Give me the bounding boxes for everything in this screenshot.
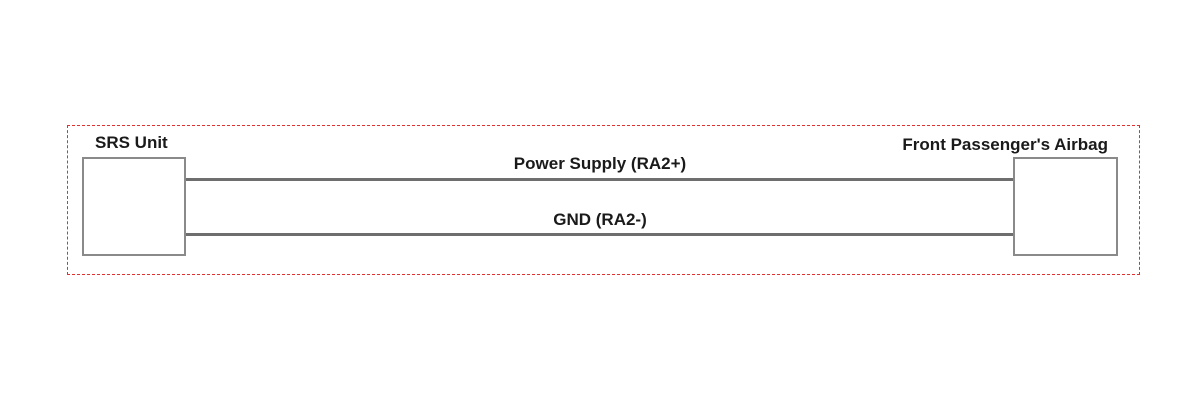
srs-unit-box xyxy=(82,157,186,256)
front-passenger-airbag-box xyxy=(1013,157,1118,256)
ground-wire xyxy=(186,233,1013,236)
srs-unit-label: SRS Unit xyxy=(95,133,168,152)
circuit-boundary-frame xyxy=(67,125,1140,275)
power-supply-wire-label: Power Supply (RA2+) xyxy=(513,154,687,173)
front-passenger-airbag-label: Front Passenger's Airbag xyxy=(902,135,1108,154)
ground-wire-label: GND (RA2-) xyxy=(553,210,647,229)
power-supply-wire xyxy=(186,178,1013,181)
